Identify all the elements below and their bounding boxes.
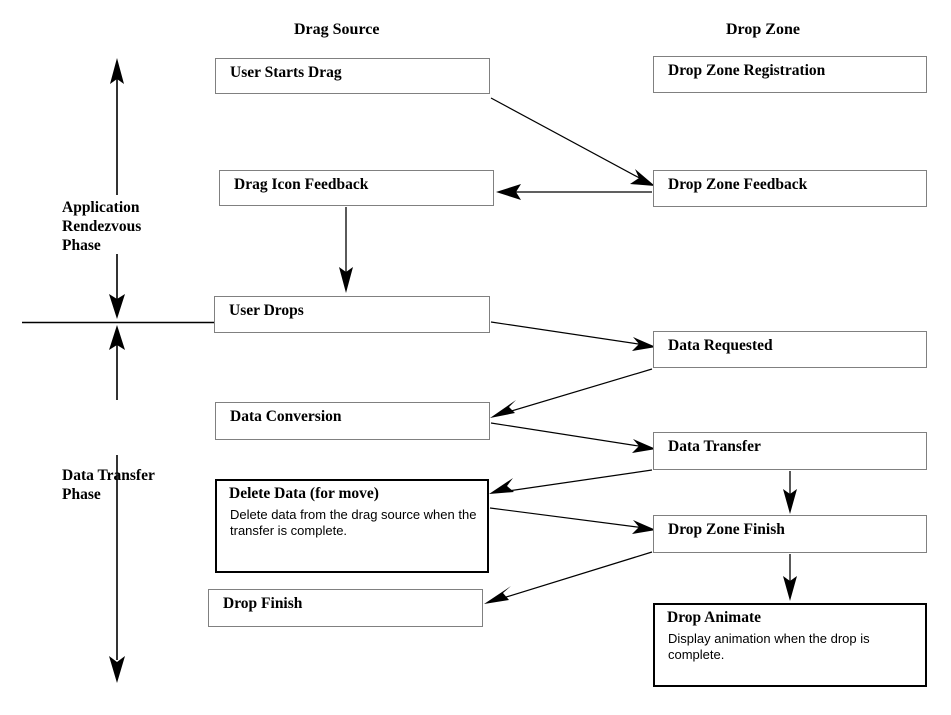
edge-drop-zone-finish-to-drop-finish [484,551,653,604]
node-title: Drop Zone Registration [668,62,826,79]
edge-drop-zone-feedback-to-drag-icon-feedback [496,184,652,200]
phase-label-data-transfer: Data Transfer Phase [62,467,155,503]
phase-label-application-rendezvous: Application Rendezvous Phase [62,199,142,254]
node-title: User Starts Drag [230,64,342,81]
node-title: User Drops [229,302,304,319]
node-delete-data-for-move[interactable]: Delete Data (for move) Delete data from … [215,479,489,573]
node-drop-animate[interactable]: Drop Animate Display animation when the … [653,603,927,687]
node-title: Delete Data (for move) [229,485,379,502]
edge-data-transfer-to-delete-data [489,469,653,494]
column-header-drag-source: Drag Source [294,21,380,38]
node-data-transfer[interactable]: Data Transfer [653,432,927,470]
edge-user-drops-to-data-requested [490,321,656,351]
node-description: Delete data from the drag source when th… [230,507,477,538]
node-drop-zone-registration[interactable]: Drop Zone Registration [653,56,927,93]
node-title: Drop Zone Feedback [668,176,808,193]
edge-user-starts-drag-to-drop-zone-feedback [490,97,655,186]
node-title: Drop Animate [667,609,762,626]
edge-data-requested-to-data-conversion [490,368,653,418]
phase-axis-up-arrow-bottom [109,325,125,400]
column-header-drop-zone: Drop Zone [726,21,800,38]
node-drag-icon-feedback[interactable]: Drag Icon Feedback [219,170,494,206]
edge-data-transfer-to-drop-zone-finish [783,471,797,514]
node-title: Drag Icon Feedback [234,176,369,193]
node-drop-zone-finish[interactable]: Drop Zone Finish [653,515,927,553]
node-title: Data Transfer [668,438,761,455]
node-user-starts-drag[interactable]: User Starts Drag [215,58,490,94]
phase-axis-up-arrow-top [110,58,124,195]
edge-delete-data-to-drop-zone-finish [489,507,656,534]
node-title: Data Requested [668,337,773,354]
edge-data-conversion-to-data-transfer [490,422,656,453]
edge-drop-zone-finish-to-drop-animate [783,554,797,601]
node-user-drops[interactable]: User Drops [214,296,490,333]
node-drop-zone-feedback[interactable]: Drop Zone Feedback [653,170,927,207]
node-title: Data Conversion [230,408,342,425]
node-data-conversion[interactable]: Data Conversion [215,402,490,440]
edge-drag-icon-feedback-to-user-drops [339,207,353,293]
phase-axis-down-arrow-top [109,254,125,319]
node-data-requested[interactable]: Data Requested [653,331,927,368]
node-title: Drop Finish [223,595,303,612]
node-drop-finish[interactable]: Drop Finish [208,589,483,627]
node-description: Display animation when the drop is compl… [668,631,870,662]
node-title: Drop Zone Finish [668,521,785,538]
